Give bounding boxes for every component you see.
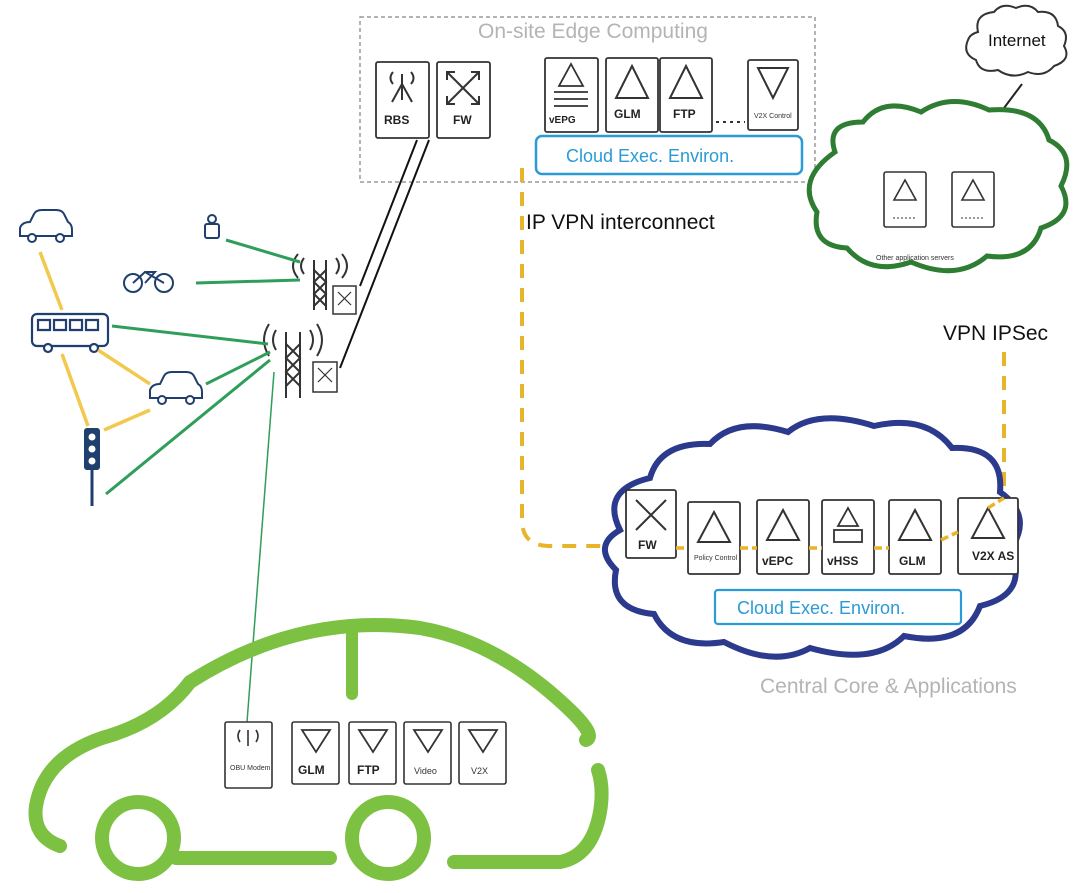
inverted-triangle-icon	[412, 729, 444, 754]
connected-car	[28, 618, 609, 881]
triangle-icon	[696, 509, 732, 543]
triangle-icon	[960, 178, 986, 201]
central-core-cloud: Central Core & Applications Cloud Exec. …	[602, 415, 1023, 698]
radio-links	[105, 238, 301, 496]
triangle-icon	[765, 507, 801, 541]
car-node-obu-modem[interactable]: OBU Modem	[224, 721, 273, 789]
backhaul-link	[359, 139, 418, 287]
firewall-icon	[635, 499, 667, 531]
pedestrian-icon	[204, 214, 220, 239]
cloud-exec-label: Cloud Exec. Environ.	[737, 598, 905, 618]
core-node-policy-control[interactable]: Policy Control	[687, 501, 741, 575]
ip-vpn-label: IP VPN interconnect	[526, 211, 715, 234]
firewall-icon	[317, 367, 333, 383]
backhaul-link	[339, 139, 430, 369]
car-icon	[149, 371, 203, 405]
core-node-label: vHSS	[827, 554, 858, 568]
vpn-ipsec-label: VPN IPSec	[943, 322, 1048, 345]
other-application-servers-cloud: Other application servers	[806, 99, 1070, 274]
car-node-video[interactable]: Video	[403, 721, 452, 785]
triangle-icon	[897, 507, 933, 541]
edge-node-fw[interactable]: FW	[436, 61, 491, 139]
obu-radio-link	[246, 371, 275, 723]
other-app-servers-label: Other application servers	[876, 255, 954, 262]
car-node-glm[interactable]: GLM	[291, 721, 340, 785]
car-icon	[19, 209, 73, 243]
central-core-label: Central Core & Applications	[760, 675, 1017, 698]
core-node-fw[interactable]: FW	[625, 489, 677, 559]
triangle-icon	[668, 63, 704, 99]
triangle-icon	[833, 506, 863, 543]
triangle-icon	[970, 505, 1006, 539]
edge-cloud-exec-environment: Cloud Exec. Environ.	[534, 134, 804, 176]
edge-node-label: V2X Control	[754, 113, 792, 120]
car-node-label: GLM	[298, 763, 325, 777]
core-node-vepc[interactable]: vEPC	[756, 499, 810, 575]
internet-label: Internet	[988, 31, 1046, 50]
app-server-1[interactable]	[883, 171, 927, 228]
edge-node-label: FW	[453, 113, 472, 127]
edge-node-label: vEPG	[549, 115, 576, 126]
car-node-v2x[interactable]: V2X	[458, 721, 507, 785]
v2v-links	[38, 251, 151, 432]
inverted-triangle-icon	[467, 729, 499, 754]
edge-node-ftp[interactable]: FTP	[659, 57, 713, 133]
core-cloud-exec-environment: Cloud Exec. Environ.	[713, 588, 963, 626]
core-node-glm[interactable]: GLM	[888, 499, 942, 575]
app-server-2[interactable]	[951, 171, 995, 228]
core-node-label: vEPC	[762, 554, 794, 568]
inverted-triangle-icon	[756, 67, 790, 101]
firewall-icon	[337, 291, 352, 306]
radio-tower-upper	[292, 253, 348, 310]
core-node-label: V2X AS	[972, 549, 1014, 563]
rbs-mini-box-lower	[312, 361, 338, 393]
bicycle-icon	[123, 270, 174, 293]
edge-node-rbs[interactable]: RBS	[375, 61, 430, 139]
edge-node-glm[interactable]: GLM	[605, 57, 659, 133]
antenna-icon	[237, 729, 259, 746]
car-node-label: FTP	[357, 763, 380, 777]
bus-icon	[30, 312, 110, 354]
edge-computing-site: On-site Edge Computing RBS FW	[359, 16, 816, 183]
traffic-light-icon	[84, 428, 100, 506]
core-node-label: GLM	[899, 554, 926, 568]
core-node-v2x-as[interactable]: V2X AS	[957, 497, 1019, 575]
firewall-icon	[446, 71, 480, 105]
car-node-label: V2X	[471, 766, 488, 776]
ip-vpn-dashed-link	[520, 168, 625, 548]
car-node-label: OBU Modem	[230, 765, 271, 772]
triangle-icon	[554, 62, 588, 107]
edge-node-label: RBS	[384, 113, 409, 127]
cloud-exec-label: Cloud Exec. Environ.	[566, 146, 734, 166]
edge-node-label: FTP	[673, 107, 696, 121]
core-node-label: Policy Control	[694, 555, 738, 562]
inverted-triangle-icon	[357, 729, 389, 754]
antenna-icon	[389, 71, 415, 103]
internet: Internet	[965, 4, 1068, 77]
rbs-mini-box-upper	[332, 285, 357, 315]
triangle-icon	[614, 63, 650, 99]
edge-node-vepg[interactable]: vEPG	[544, 57, 599, 133]
edge-site-title: On-site Edge Computing	[478, 20, 708, 43]
core-node-label: FW	[638, 538, 657, 552]
triangle-icon	[892, 178, 918, 201]
car-node-label: Video	[414, 766, 437, 776]
edge-node-label: GLM	[614, 107, 641, 121]
radio-tower-lower	[263, 323, 323, 398]
inverted-triangle-icon	[300, 729, 332, 754]
edge-node-v2x-control[interactable]: V2X Control	[747, 59, 799, 131]
core-chain-dashed-link	[676, 496, 1005, 550]
car-node-ftp[interactable]: FTP	[348, 721, 397, 785]
core-node-vhss[interactable]: vHSS	[821, 499, 875, 575]
